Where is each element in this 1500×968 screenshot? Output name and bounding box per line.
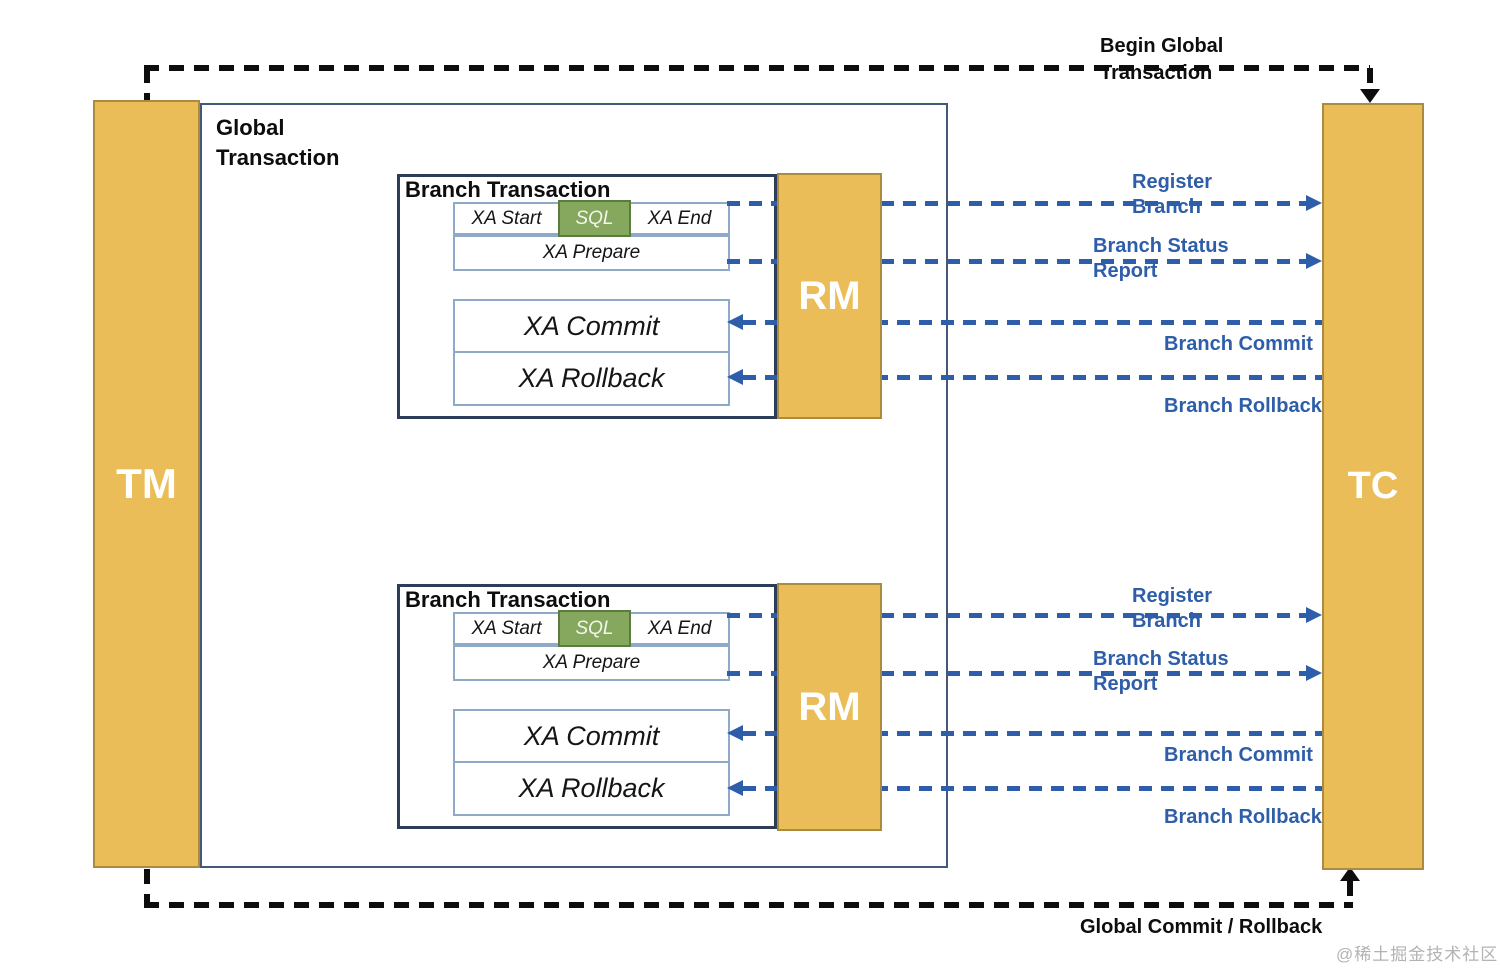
global-commit-rollback-label: Global Commit / Rollback xyxy=(1080,916,1323,938)
xa-end-box: XA End xyxy=(629,202,730,235)
branch-commit-arrow-line xyxy=(743,320,1322,325)
begin-global-label: Begin Global Transaction xyxy=(1100,35,1224,84)
rm-node-2: RM xyxy=(777,583,882,831)
branch-rollback-label: Branch Rollback xyxy=(1164,395,1322,417)
branch-transaction-box-2: Branch Transaction XA Start SQL XA End X… xyxy=(397,584,777,829)
xa-rollback-box: XA Rollback xyxy=(453,761,730,816)
register-branch-arrow-line xyxy=(727,201,1308,206)
xa-start-box: XA Start xyxy=(453,202,560,235)
branch-commit-label: Branch Commit xyxy=(1164,744,1313,766)
branch-transaction-title: Branch Transaction xyxy=(405,587,611,612)
xa-end-box: XA End xyxy=(629,612,730,645)
branch-status-report-label: Branch Status Report xyxy=(1093,648,1229,695)
tm-node: TM xyxy=(93,100,200,868)
branch-rollback-arrow-line xyxy=(743,786,1322,791)
branch-rollback-label: Branch Rollback xyxy=(1164,806,1322,828)
tm-label: TM xyxy=(116,460,177,507)
branch-status-arrow-line xyxy=(727,671,1308,676)
global-commit-arrow-line xyxy=(144,902,1353,908)
branch-rollback-arrowhead-icon xyxy=(727,369,743,385)
branch-commit-arrowhead-icon xyxy=(727,314,743,330)
register-branch-label: Register Branch xyxy=(1132,171,1213,218)
xa-prepare-box: XA Prepare xyxy=(453,645,730,681)
global-commit-arrow-line xyxy=(1347,881,1353,902)
tc-label: TC xyxy=(1347,465,1399,507)
branch-commit-arrowhead-icon xyxy=(727,725,743,741)
branch-status-arrowhead-icon xyxy=(1306,253,1322,269)
register-branch-arrowhead-icon xyxy=(1306,195,1322,211)
branch-status-report-label: Branch Status Report xyxy=(1093,235,1229,282)
global-transaction-title: Global Transaction xyxy=(216,115,340,170)
global-commit-arrow-line xyxy=(144,869,150,902)
global-commit-arrowhead-icon xyxy=(1340,867,1360,881)
begin-global-arrowhead-icon xyxy=(1360,89,1380,103)
branch-status-arrowhead-icon xyxy=(1306,665,1322,681)
rm-label: RM xyxy=(798,684,861,729)
begin-global-arrow-line xyxy=(1367,68,1373,90)
xa-start-box: XA Start xyxy=(453,612,560,645)
branch-commit-label: Branch Commit xyxy=(1164,333,1313,355)
xa-commit-box: XA Commit xyxy=(453,299,730,353)
branch-transaction-box-1: Branch Transaction XA Start SQL XA End X… xyxy=(397,174,777,419)
rm-label: RM xyxy=(798,273,861,318)
branch-transaction-title: Branch Transaction xyxy=(405,177,611,202)
branch-commit-arrow-line xyxy=(743,731,1322,736)
xa-commit-box: XA Commit xyxy=(453,709,730,763)
xa-prepare-box: XA Prepare xyxy=(453,235,730,271)
xa-rollback-box: XA Rollback xyxy=(453,351,730,406)
sql-box: SQL xyxy=(558,200,631,237)
register-branch-label: Register Branch xyxy=(1132,585,1213,632)
branch-rollback-arrow-line xyxy=(743,375,1322,380)
global-transaction-box: Global Transaction xyxy=(200,103,948,868)
begin-global-arrow-line xyxy=(144,68,150,101)
branch-rollback-arrowhead-icon xyxy=(727,780,743,796)
begin-global-arrow-line xyxy=(144,65,1370,71)
register-branch-arrowhead-icon xyxy=(1306,607,1322,623)
rm-node-1: RM xyxy=(777,173,882,419)
branch-status-arrow-line xyxy=(727,259,1308,264)
register-branch-arrow-line xyxy=(727,613,1308,618)
watermark: @稀土掘金技术社区 xyxy=(1336,945,1499,964)
sql-box: SQL xyxy=(558,610,631,647)
tc-node: TC xyxy=(1322,103,1424,870)
